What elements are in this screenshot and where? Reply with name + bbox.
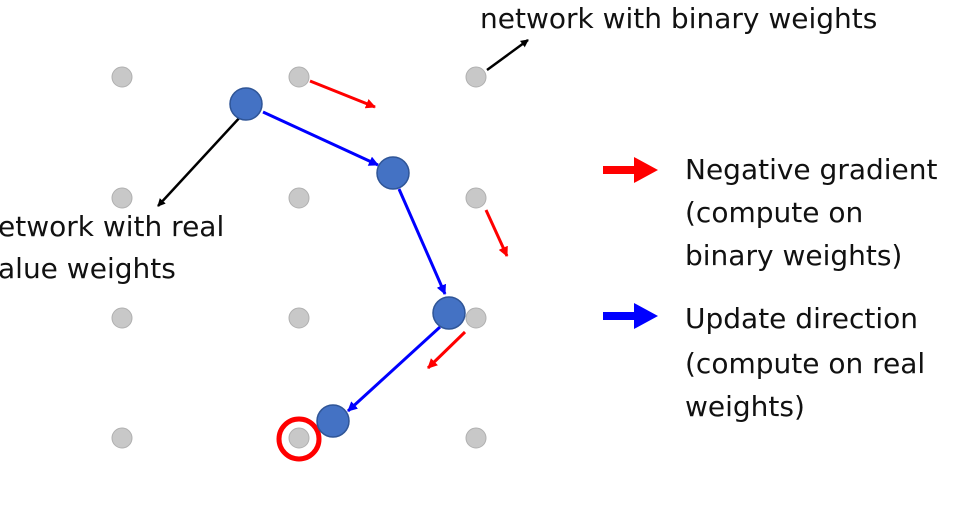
binary-point — [288, 66, 310, 88]
binary-network-pointer-arrow — [486, 38, 529, 72]
legend-update-direction-line3: weights) — [685, 390, 805, 423]
real-weight-point — [229, 87, 263, 121]
binary-point — [465, 187, 487, 209]
real-weight-point — [376, 156, 410, 190]
update-arrow — [262, 110, 379, 167]
gradient-arrow — [426, 330, 467, 370]
negative-gradient-arrows — [309, 79, 509, 370]
update-path — [262, 110, 447, 413]
update-arrow — [397, 188, 447, 295]
binary-point — [465, 307, 487, 329]
gradient-arrow — [484, 209, 509, 257]
legend-negative-gradient-line1: Negative gradient — [685, 153, 938, 186]
real-weight-point — [432, 296, 466, 330]
binary-point — [288, 187, 310, 209]
binary-network-label: network with binary weights — [480, 2, 877, 35]
legend-red-arrow-icon — [603, 157, 658, 183]
binary-point — [111, 307, 133, 329]
binary-point — [111, 66, 133, 88]
binary-point — [288, 427, 310, 449]
binary-point — [111, 427, 133, 449]
binary-point — [288, 307, 310, 329]
legend-blue-arrow-icon — [603, 303, 658, 329]
legend-negative-gradient-line2: (compute on — [685, 196, 863, 229]
real-network-pointer-arrow — [157, 114, 243, 207]
binary-point — [465, 66, 487, 88]
real-network-label-line2: alue weights — [0, 252, 176, 285]
binary-point — [111, 187, 133, 209]
update-arrow — [346, 325, 442, 413]
gradient-arrow — [309, 79, 376, 109]
legend: Negative gradient (compute on binary wei… — [603, 153, 938, 423]
legend-negative-gradient: Negative gradient (compute on binary wei… — [603, 153, 938, 272]
real-network-label-line1: etwork with real — [0, 210, 224, 243]
real-weight-points — [229, 87, 466, 438]
legend-negative-gradient-line3: binary weights) — [685, 239, 902, 272]
binary-point — [465, 427, 487, 449]
legend-update-direction-line1: Update direction — [685, 302, 918, 335]
legend-update-direction: Update direction (compute on real weight… — [603, 302, 925, 423]
binary-weight-grid — [111, 66, 487, 449]
final-binary-highlight-ring — [276, 416, 322, 462]
legend-update-direction-line2: (compute on real — [685, 347, 925, 380]
real-weight-point — [316, 404, 350, 438]
